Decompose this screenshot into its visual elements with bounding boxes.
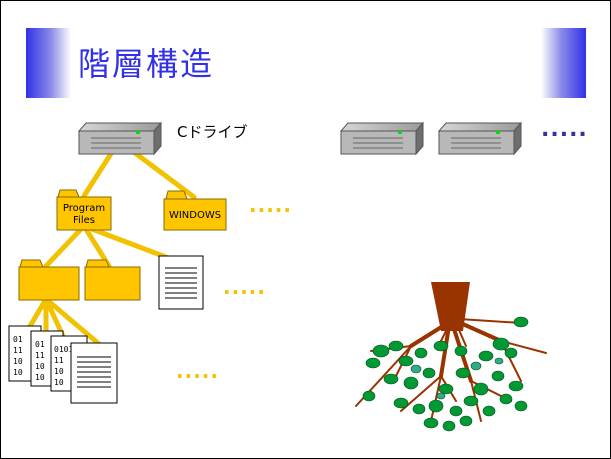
data-ellipsis: ..... [176, 359, 219, 383]
svg-text:11: 11 [54, 356, 64, 365]
connector-pf-folder1 [43, 223, 87, 269]
svg-text:10: 10 [35, 362, 45, 371]
svg-text:10: 10 [54, 378, 64, 387]
folder-icon-program-files[interactable]: Program Files [56, 189, 112, 231]
folder-label-program-line1: Program [63, 203, 105, 214]
svg-text:01: 01 [13, 335, 23, 344]
drive-ellipsis: ..... [541, 117, 588, 142]
svg-text:10: 10 [54, 367, 64, 376]
folder-icon-windows[interactable]: WINDOWS [163, 190, 227, 231]
folder-ellipsis: ..... [249, 193, 292, 217]
document-icon-file[interactable] [158, 255, 204, 310]
connector-folder1-doc3 [43, 296, 66, 339]
connector-pf-folder2 [81, 223, 112, 269]
tree-illustration [355, 282, 547, 432]
drive-label: Cドライブ [177, 123, 248, 141]
connector-lines [23, 138, 197, 347]
folder-icon-sub-1[interactable] [18, 259, 80, 301]
file-ellipsis: ..... [223, 275, 266, 299]
svg-text:10: 10 [13, 368, 23, 377]
svg-text:11: 11 [13, 346, 23, 355]
svg-text:10: 10 [35, 373, 45, 382]
title-accent-bar-right [541, 28, 586, 98]
connector-pf-file [81, 223, 174, 262]
drive-icon-2[interactable] [339, 121, 425, 156]
binary-document-stack[interactable]: 01 11 10 10 01 11 10 10 0101 11 10 10 [8, 325, 118, 404]
slide-title: 階層構造 [78, 45, 215, 83]
svg-text:01: 01 [35, 340, 45, 349]
folder-label-program-line2: Files [73, 215, 95, 226]
folder-icon-sub-2[interactable] [84, 259, 141, 301]
drive-icon-c[interactable] [77, 121, 163, 156]
svg-text:0101: 0101 [54, 345, 73, 354]
drive-icon-3[interactable] [437, 121, 523, 156]
connector-folder1-doc4 [43, 296, 102, 347]
folder-label-windows: WINDOWS [169, 210, 221, 221]
title-accent-bar-left [26, 28, 71, 98]
svg-text:10: 10 [13, 357, 23, 366]
svg-text:11: 11 [35, 351, 45, 360]
